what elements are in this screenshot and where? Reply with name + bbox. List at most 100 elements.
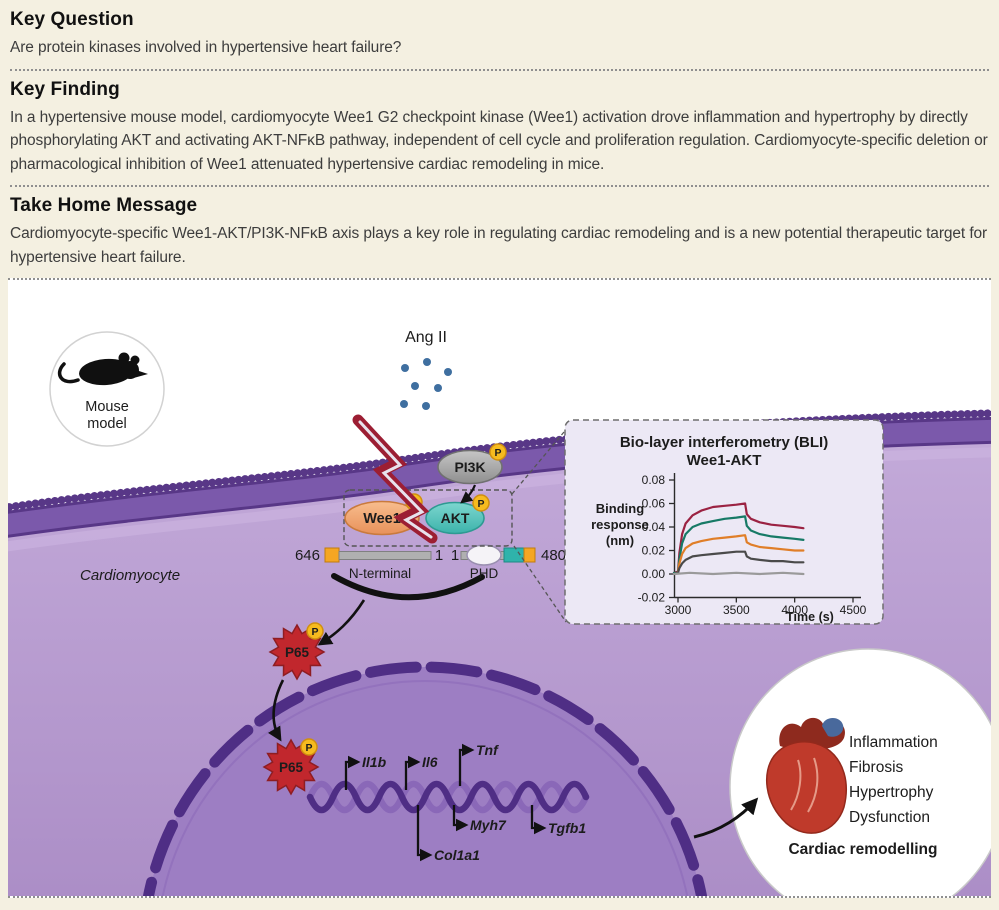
bli-curve-dark-gray (672, 550, 805, 576)
divider (10, 185, 989, 188)
bli-ylabel-line1: Binding (596, 501, 644, 516)
dna-helix (306, 781, 590, 814)
arrow-pi3k-to-akt-icon (460, 484, 477, 504)
interaction-arc-icon (331, 573, 485, 601)
bli-curve-dark-red (672, 502, 805, 575)
akt-label: AKT (441, 510, 470, 526)
wee1-domain-schematic: 646 1 1 480 N-terminal PHD (295, 544, 566, 581)
figure-panel: Il1b Il6 Tnf Myh7 Tgfb1 Col1a1 P65 P P65… (8, 278, 991, 899)
x-tick-label: 4000 (781, 603, 808, 617)
x-tick-label: 4500 (840, 603, 867, 617)
gene-arrow-myh7 (452, 805, 469, 832)
outcome-fibrosis: Fibrosis (849, 759, 904, 776)
bli-ylabel-line3: (nm) (606, 533, 634, 548)
phospho-label: P (311, 626, 318, 638)
pi3k-label: PI3K (454, 459, 485, 475)
gene-arrow-tgfb1 (530, 805, 547, 835)
gene-arrow-tnf (458, 743, 475, 787)
lightning-bolt-icon (352, 414, 438, 544)
bli-subtitle: Wee1-AKT (687, 452, 762, 469)
ang-ii-label: Ang II (405, 329, 447, 346)
gene-arrow-il1b (344, 755, 361, 791)
outcome-dysfunction: Dysfunction (849, 809, 930, 826)
gene-label-tgfb1: Tgfb1 (548, 820, 586, 836)
dna-strand-front (306, 781, 590, 814)
ang-ii-dots-icon (400, 358, 452, 411)
y-tick-label: 0.04 (642, 520, 666, 534)
mouse-label-line1: Mouse (85, 399, 129, 415)
x-tick-label: 3000 (665, 603, 692, 617)
p65-label: P65 (279, 760, 304, 775)
outcome-hypertrophy: Hypertrophy (849, 784, 934, 801)
arrow-to-remodelling-icon (693, 797, 759, 839)
gene-label-col1a1: Col1a1 (434, 847, 480, 863)
p65-nuclear: P65 P (263, 738, 319, 796)
domain-inner-right-number: 1 (451, 547, 459, 564)
phospho-label: P (477, 498, 484, 510)
bli-curve-teal (672, 515, 805, 575)
key-question-title: Key Question (10, 9, 134, 30)
zoom-source-box (343, 489, 513, 547)
domain-right-number: 480 (541, 547, 566, 564)
phd-label: PHD (470, 566, 499, 581)
abstract-text-header: Key Question Are protein kinases involve… (8, 9, 991, 269)
gene-label-tnf: Tnf (476, 742, 499, 758)
y-tick-label: 0.08 (642, 473, 666, 487)
cardiac-remodelling-label: Cardiac remodelling (788, 841, 937, 858)
bli-xlabel: Time (s) (786, 610, 834, 624)
bli-ylabel-line2: response (591, 517, 649, 532)
outcome-circle (729, 648, 991, 897)
akt-ellipse (425, 501, 485, 535)
cell-scene: Il1b Il6 Tnf Myh7 Tgfb1 Col1a1 P65 P P65… (8, 280, 991, 897)
y-tick-label: -0.02 (638, 591, 666, 605)
gene-label-il6: Il6 (422, 754, 438, 770)
bli-curve-orange (672, 534, 805, 576)
y-tick-label: 0.02 (642, 544, 666, 558)
key-question-section: Key Question Are protein kinases involve… (10, 9, 989, 60)
nucleus-inner-ring (161, 680, 689, 897)
cardiomyocyte-label: Cardiomyocyte (80, 567, 180, 584)
gene-labels: Il1b Il6 Tnf Myh7 Tgfb1 Col1a1 (362, 742, 586, 863)
arrow-to-p65-icon (317, 599, 366, 646)
y-tick-label: 0.06 (642, 497, 666, 511)
phospho-label: P (494, 447, 501, 459)
bli-title: Bio-layer interferometry (BLI) (620, 434, 828, 451)
key-question-body: Are protein kinases involved in hyperten… (10, 39, 402, 56)
bli-inset-chart: Bio-layer interferometry (BLI) Wee1-AKT … (564, 419, 884, 626)
y-tick-label: 0.00 (642, 567, 666, 581)
gene-arrow-col1a1 (416, 805, 433, 862)
x-tick-label: 3500 (723, 603, 750, 617)
domain-left-number: 646 (295, 547, 320, 564)
phd-domain-ellipse (466, 544, 502, 567)
key-finding-section: Key Finding In a hypertensive mouse mode… (10, 79, 989, 177)
heart-icon (766, 718, 847, 835)
phospho-label: P (305, 742, 312, 754)
pi3k-protein: PI3K P (437, 443, 507, 485)
domain-orange-box (324, 547, 340, 563)
gene-label-il1b: Il1b (362, 754, 387, 770)
key-finding-title: Key Finding (10, 78, 120, 100)
bli-curve-baseline (672, 571, 805, 576)
nucleus-body (148, 667, 702, 897)
p65-label: P65 (285, 645, 310, 660)
key-finding-body: In a hypertensive mouse model, cardiomyo… (10, 108, 988, 173)
take-home-section: Take Home Message Cardiomyocyte-specific… (10, 195, 989, 269)
divider (10, 68, 989, 71)
wee1-label: Wee1 (363, 511, 401, 527)
gene-label-myh7: Myh7 (470, 817, 507, 833)
wee1-ellipse (344, 500, 420, 536)
cardiac-remodelling-badge: Inflammation Fibrosis Hypertrophy Dysfun… (729, 648, 991, 897)
domain-bar-left (338, 551, 432, 561)
mouse-model-badge: Mouse model (49, 331, 165, 448)
arrow-p65-nuclear-import-icon (267, 679, 285, 742)
mouse-label-line2: model (87, 416, 127, 432)
nucleus (142, 661, 708, 897)
bli-curves (672, 502, 805, 576)
pi3k-ellipse (437, 449, 503, 485)
take-home-body: Cardiomyocyte-specific Wee1-AKT/PI3K-NFκ… (10, 225, 988, 266)
domain-orange-box-small (523, 547, 536, 563)
take-home-title: Take Home Message (10, 195, 198, 217)
domain-teal-box (503, 547, 525, 563)
